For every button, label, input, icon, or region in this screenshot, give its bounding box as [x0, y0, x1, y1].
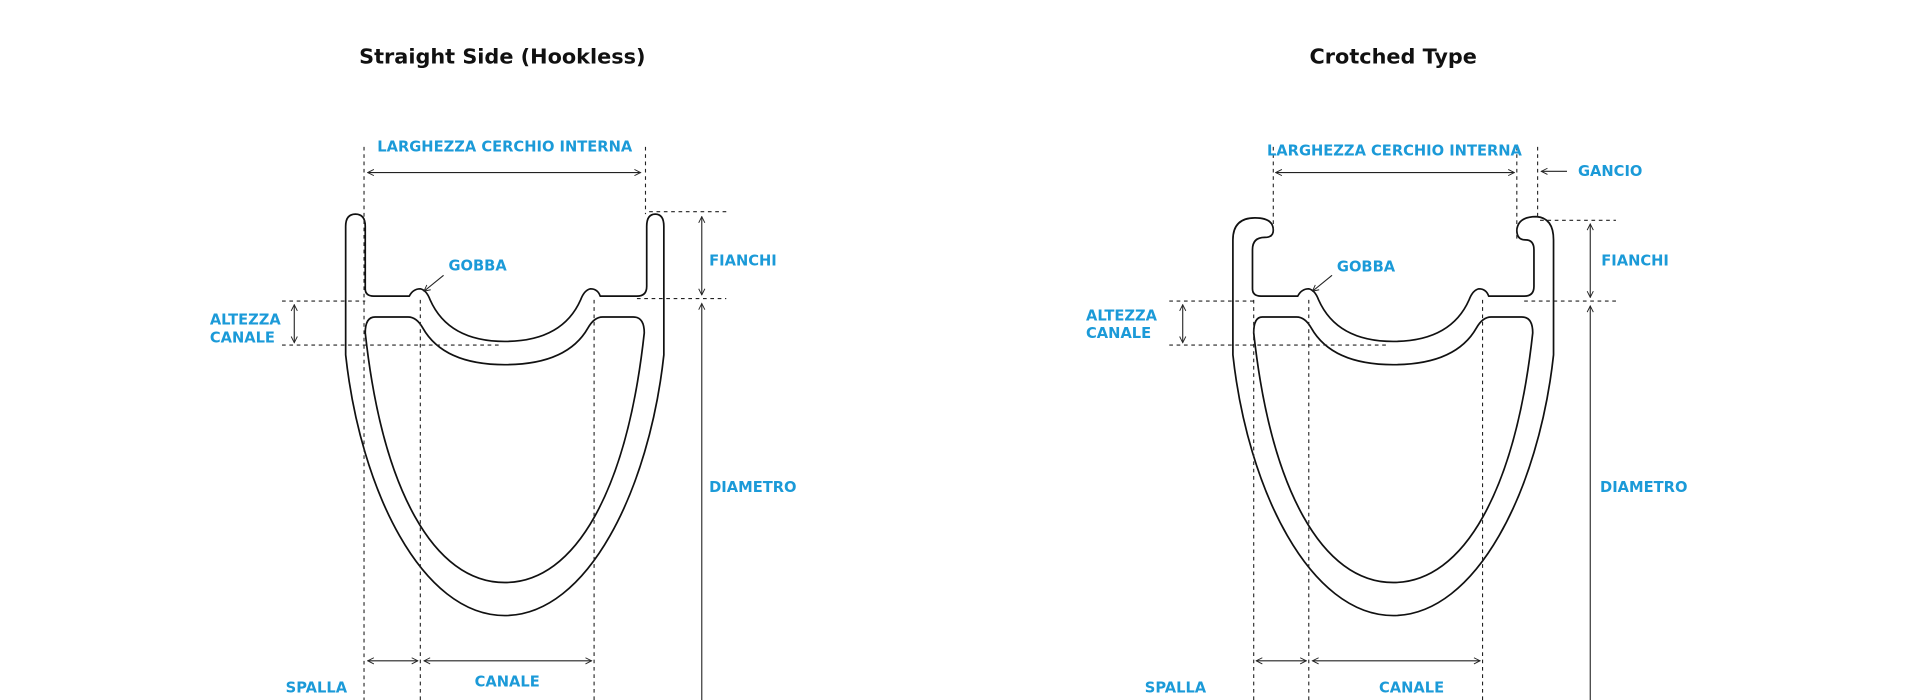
- crotched-channel-depth-label-1: ALTEZZA: [1086, 308, 1158, 325]
- hookless-shoulder-label: SPALLA: [286, 680, 348, 697]
- hookless-title: Straight Side (Hookless): [359, 45, 645, 69]
- hookless-diameter-label: DIAMETRO: [709, 479, 796, 496]
- crotched-inner-width-label: LARGHEZZA CERCHIO INTERNA: [1267, 142, 1523, 159]
- hookless-channel-depth-label-1: ALTEZZA: [210, 311, 282, 328]
- crotched-diagram: Crotched Type LARGHEZZA CERCHIO INTERNA …: [1086, 45, 1687, 700]
- hookless-rim-cavity: [364, 316, 646, 584]
- hookless-sidewalls-label: FIANCHI: [709, 253, 777, 270]
- crotched-diameter-label: DIAMETRO: [1600, 479, 1687, 496]
- crotched-hump-label: GOBBA: [1337, 259, 1396, 276]
- hookless-diagram: Straight Side (Hookless) LARGHEZZA CERCH…: [210, 45, 797, 700]
- crotched-shoulder-label: SPALLA: [1145, 680, 1207, 697]
- hookless-channel-depth-label-2: CANALE: [210, 330, 275, 347]
- hookless-hump-label: GOBBA: [448, 257, 507, 274]
- hookless-inner-width-label: LARGHEZZA CERCHIO INTERNA: [377, 139, 633, 156]
- crotched-hook-label: GANCIO: [1578, 163, 1642, 180]
- crotched-title: Crotched Type: [1310, 45, 1477, 69]
- crotched-rim-outer: [1232, 215, 1555, 617]
- crotched-rim-cavity: [1252, 316, 1534, 584]
- crotched-sidewalls-label: FIANCHI: [1601, 253, 1669, 270]
- crotched-channel-depth-label-2: CANALE: [1086, 325, 1151, 342]
- crotched-channel-label: CANALE: [1379, 680, 1444, 697]
- hookless-channel-label: CANALE: [475, 674, 540, 691]
- hookless-rim-outer: [344, 213, 665, 617]
